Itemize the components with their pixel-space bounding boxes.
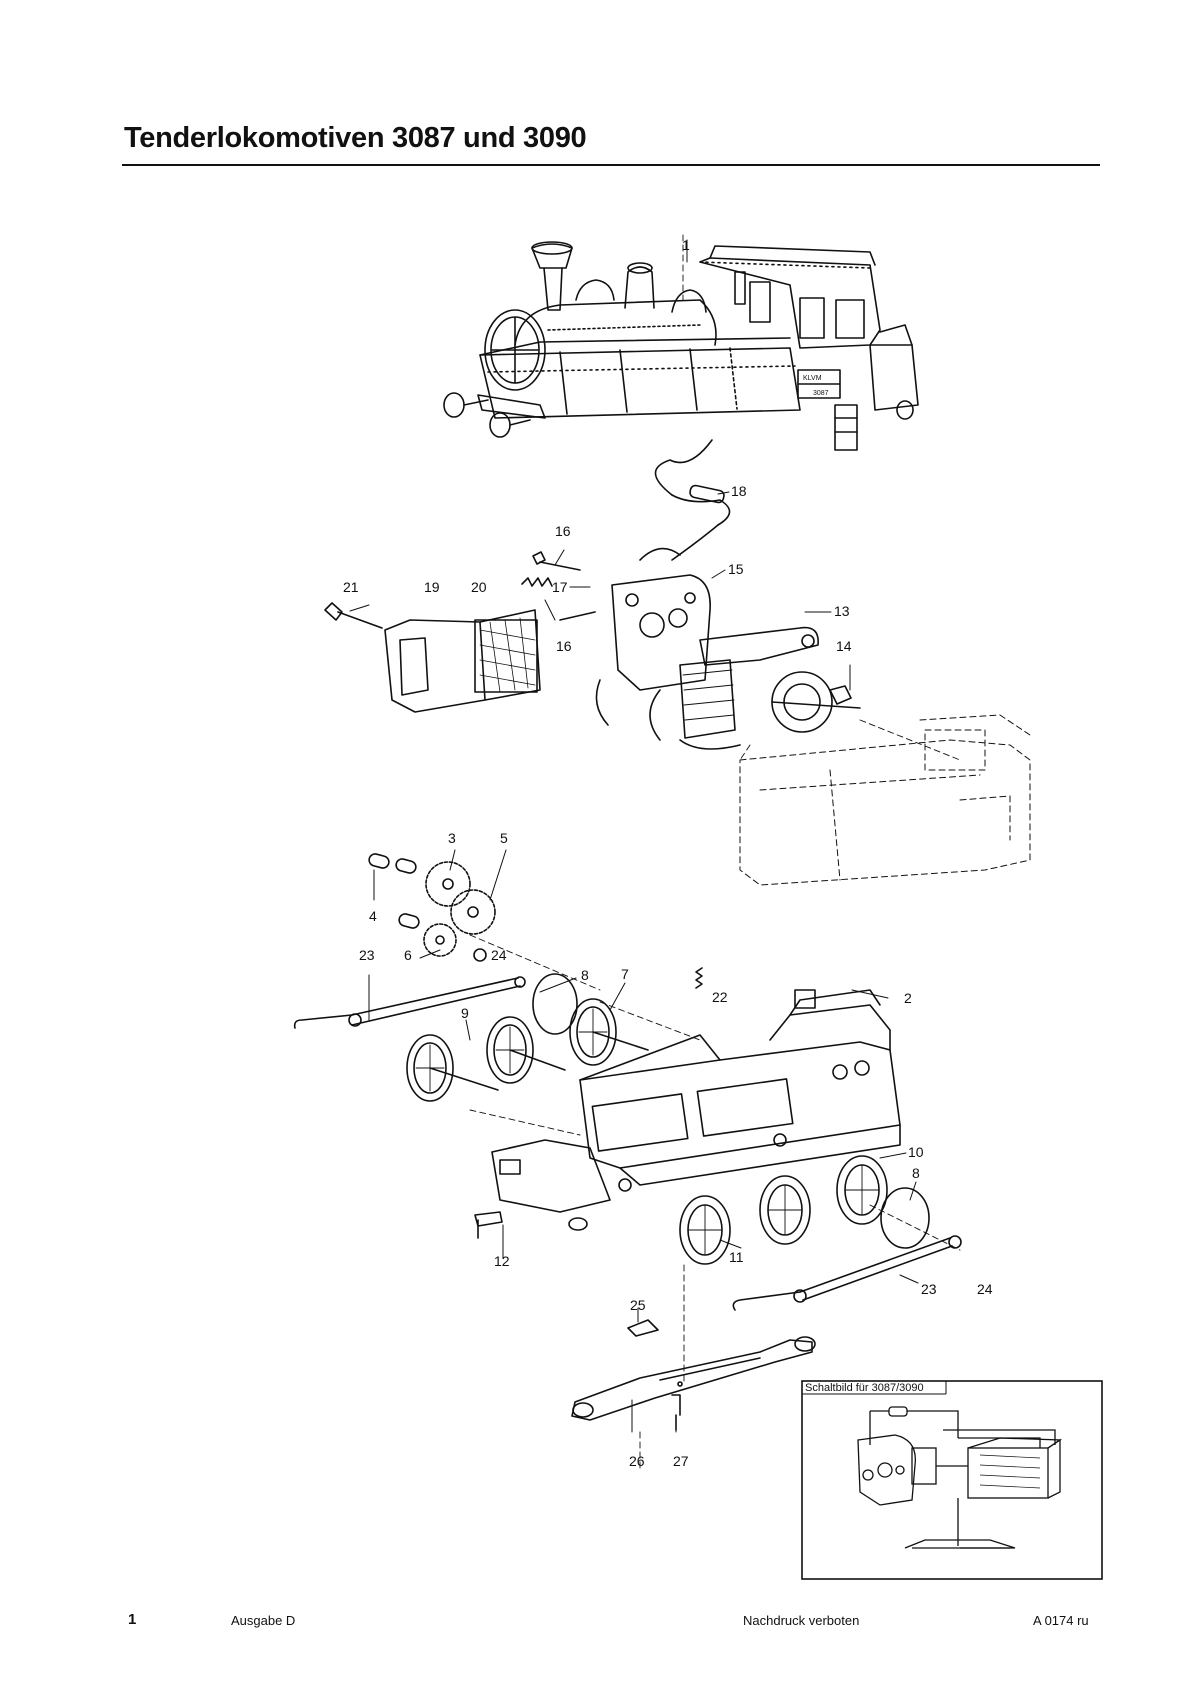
callout-26: 26: [629, 1453, 645, 1469]
wheelsets-right: [679, 1155, 930, 1265]
callout-19: 19: [424, 579, 440, 595]
body-plate-number: 3087: [813, 390, 829, 397]
callout-22: 22: [712, 989, 728, 1005]
chassis-frame: [579, 989, 901, 1186]
wiring-diagram-inset: Schaltbild für 3087/3090: [801, 1380, 1103, 1580]
callout-5: 5: [500, 830, 508, 846]
gear-set: [368, 853, 496, 962]
coupling-rod-left: [293, 976, 526, 1029]
callout-14: 14: [836, 638, 852, 654]
callout-18: 18: [731, 483, 747, 499]
callout-27: 27: [673, 1453, 689, 1469]
locomotive-body: [443, 241, 919, 451]
callout-7: 7: [621, 966, 629, 982]
callout-23-right: 23: [921, 1281, 937, 1297]
callout-21: 21: [343, 579, 359, 595]
callout-4: 4: [369, 908, 377, 924]
callout-12: 12: [494, 1253, 510, 1269]
assembly-guide-lines: [469, 234, 961, 1471]
callout-11: 11: [729, 1249, 744, 1265]
pickup-shoe: [571, 1319, 816, 1431]
callout-1: 1: [682, 237, 690, 253]
wheelsets-left: [406, 973, 649, 1102]
callout-16-top: 16: [555, 523, 571, 539]
body-plate-text: KLVM: [803, 375, 822, 382]
callout-16-bottom: 16: [556, 638, 572, 654]
page-title: Tenderlokomotiven 3087 und 3090: [124, 122, 587, 154]
document-code: A 0174 ru: [1033, 1613, 1089, 1628]
callout-3: 3: [448, 830, 456, 846]
callout-6: 6: [404, 947, 412, 963]
callout-10: 10: [908, 1144, 924, 1160]
callout-8-left: 8: [581, 967, 589, 983]
suppressor-wire-harness: [654, 439, 731, 561]
callout-17: 17: [552, 579, 568, 595]
coupling-rod-right: [732, 1235, 962, 1311]
callout-25: 25: [630, 1297, 646, 1313]
callout-20: 20: [471, 579, 487, 595]
copyright-notice: Nachdruck verboten: [743, 1613, 860, 1628]
page-number: 1: [128, 1611, 137, 1628]
callout-13: 13: [834, 603, 850, 619]
callout-24-left: 24: [491, 947, 507, 963]
callout-8-right: 8: [912, 1165, 920, 1181]
callout-9: 9: [461, 1005, 469, 1021]
inset-title: Schaltbild für 3087/3090: [805, 1382, 924, 1394]
front-pilot: [474, 1139, 632, 1239]
callout-23-left: 23: [359, 947, 375, 963]
edition-label: Ausgabe D: [231, 1613, 296, 1628]
motor-assembly: [324, 547, 861, 750]
callout-15: 15: [728, 561, 744, 577]
callout-24-right: 24: [977, 1281, 993, 1297]
title-rule: [122, 164, 1100, 166]
callout-2: 2: [904, 990, 912, 1006]
ghost-chassis-outline: [739, 714, 1031, 886]
body-number-plate: [797, 369, 841, 399]
callout-leaders: [349, 239, 919, 1433]
spring-part-22: [695, 967, 703, 989]
